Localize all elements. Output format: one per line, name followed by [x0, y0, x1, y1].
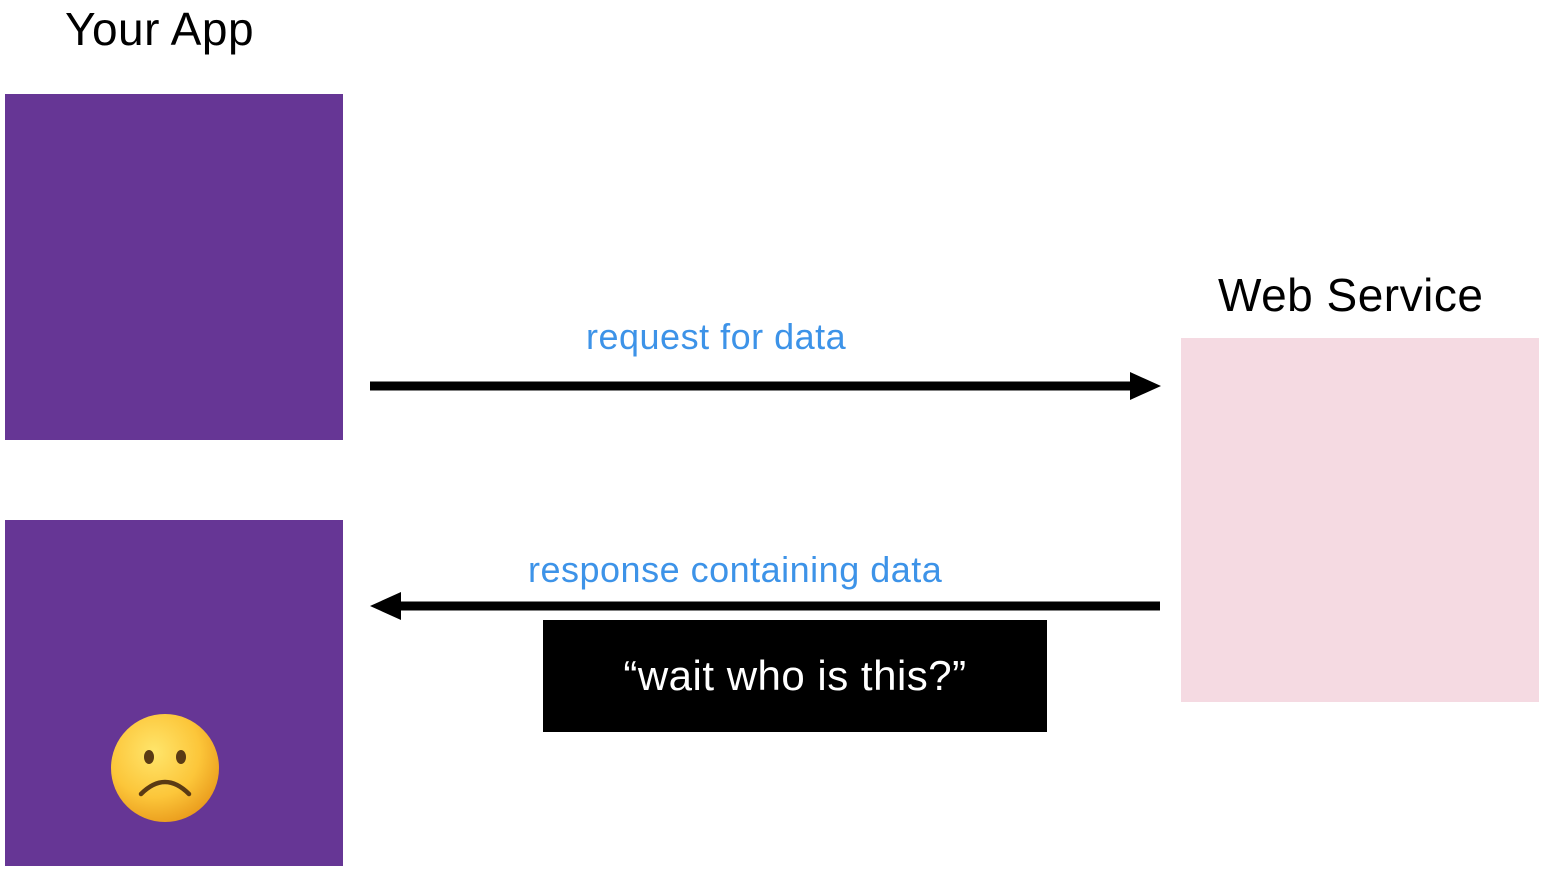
app-box-request	[5, 94, 343, 440]
callout-box: “wait who is this?”	[543, 620, 1047, 732]
frowning-face-icon	[111, 714, 219, 822]
callout-text: “wait who is this?”	[623, 652, 967, 699]
request-arrow	[370, 372, 1161, 400]
request-label: request for data	[586, 316, 847, 357]
app-box-response	[5, 520, 343, 866]
your-app-title: Your App	[65, 3, 255, 55]
web-service-box	[1181, 338, 1539, 702]
response-arrow	[370, 592, 1160, 620]
web-service-title: Web Service	[1218, 269, 1484, 321]
response-label: response containing data	[528, 549, 943, 590]
